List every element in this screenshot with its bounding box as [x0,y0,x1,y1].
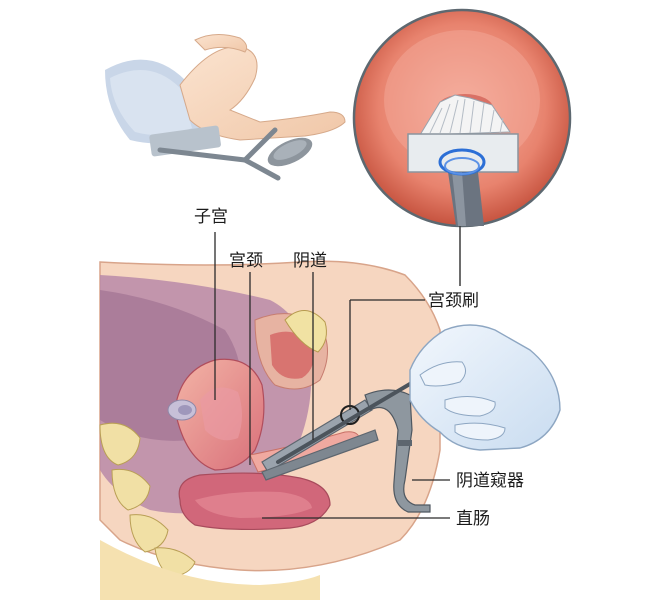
leader-lines [214,232,450,519]
label-rectum: 直肠 [456,509,490,529]
label-speculum: 阴道窥器 [456,471,524,491]
label-vagina: 阴道 [293,251,327,271]
magnified-cervix-inset [352,8,572,228]
label-cervical-brush: 宫颈刷 [428,291,479,311]
label-cervix: 宫颈 [229,251,263,271]
patient-on-table-illustration [105,34,346,181]
cervical-brush-shaft [276,376,422,464]
label-uterus: 子宫 [194,207,228,227]
pelvis-cross-section [99,260,441,600]
gloved-hand [409,324,561,451]
